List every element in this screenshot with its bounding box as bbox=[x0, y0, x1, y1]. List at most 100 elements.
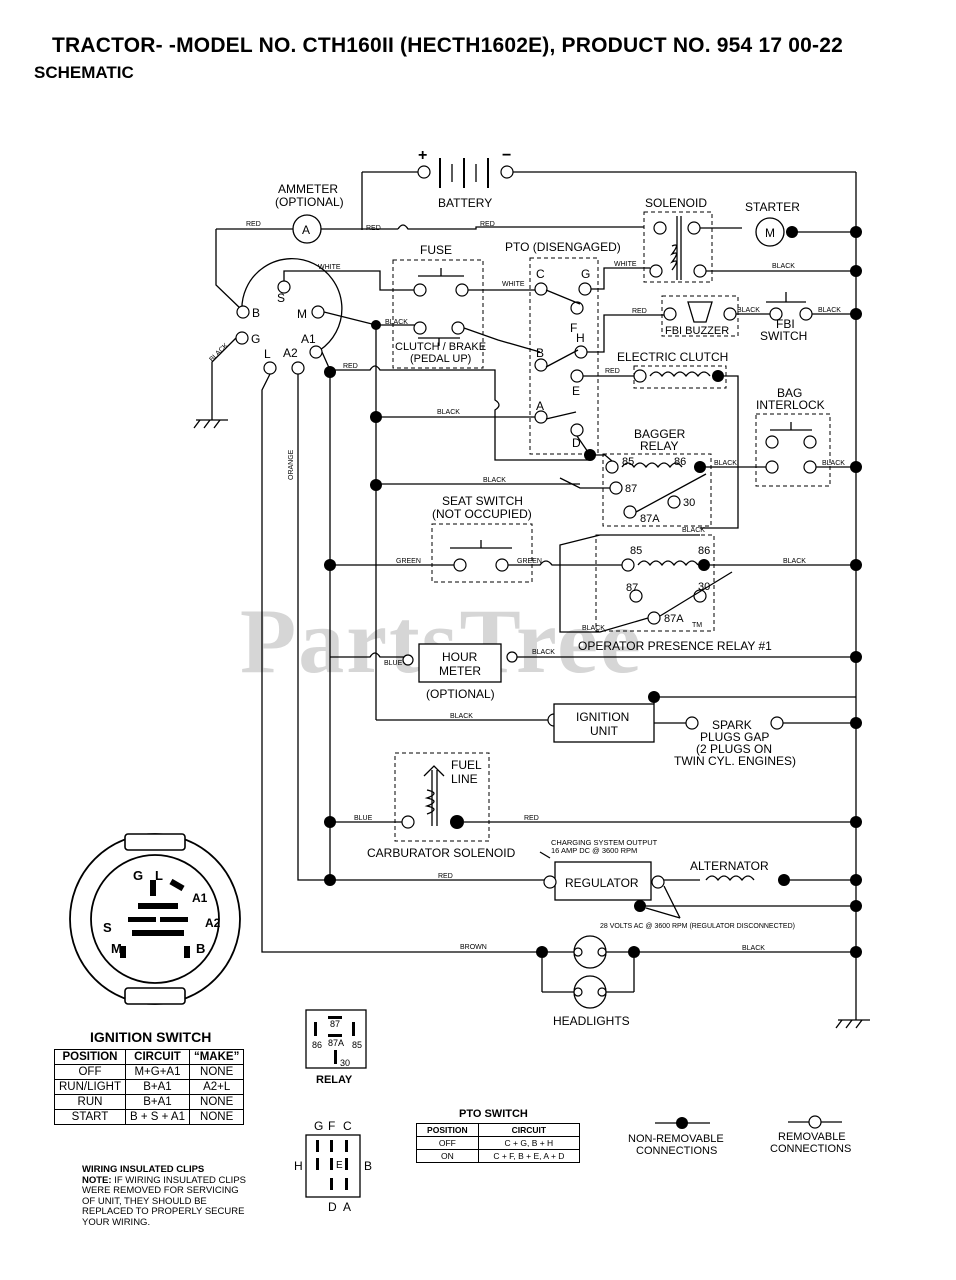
ammeter-symbol: A bbox=[302, 223, 310, 237]
carb-label: CARBURATOR SOLENOID bbox=[367, 846, 516, 860]
table-cell: START bbox=[54, 1109, 126, 1125]
wire-label-black: BLACK bbox=[737, 307, 760, 314]
table-row: OFF C + G, B + H bbox=[416, 1136, 581, 1150]
pto-label: PTO (DISENGAGED) bbox=[505, 240, 621, 254]
table-cell: B + S + A1 bbox=[124, 1109, 190, 1125]
relay-pin-86: 86 bbox=[312, 1040, 322, 1050]
pto-pin-a: A bbox=[343, 1200, 351, 1214]
table-cell: NONE bbox=[188, 1109, 245, 1125]
wire-label-black: BLACK bbox=[742, 945, 765, 952]
spark-label-2: PLUGS GAP bbox=[700, 730, 769, 744]
ammeter-label: AMMETER bbox=[278, 182, 338, 196]
table-cell: ON bbox=[416, 1149, 479, 1163]
wire-label-black: BLACK bbox=[483, 477, 506, 484]
wire-label-white: WHITE bbox=[318, 264, 341, 271]
fbi-switch: FBI SWITCH BLACK bbox=[760, 292, 856, 343]
fbi-buzzer-label: FBI BUZZER bbox=[665, 325, 729, 337]
table-row: RUN/LIGHT B+A1 A2+L bbox=[54, 1079, 245, 1095]
interlock-label: INTERLOCK bbox=[756, 398, 825, 412]
face-label-m: M bbox=[111, 941, 122, 956]
wire-label-black: BLACK bbox=[822, 460, 845, 467]
ground-junctions bbox=[850, 226, 862, 958]
opr-t87: 87 bbox=[626, 582, 638, 594]
fuse-label: FUSE bbox=[420, 243, 452, 257]
ignition-switch-face: G L A1 A2 S M B bbox=[69, 833, 241, 1005]
wire-label-white: WHITE bbox=[502, 281, 525, 288]
solenoid: SOLENOID BLACK bbox=[643, 196, 856, 283]
wire-label-green: GREEN bbox=[396, 558, 421, 565]
wire-label-black: BLACK bbox=[385, 319, 408, 326]
wire-label-black: BLACK bbox=[783, 558, 806, 565]
starter-label: STARTER bbox=[745, 200, 800, 214]
ign-term-a2: A2 bbox=[283, 346, 298, 360]
wire-label-red: RED bbox=[605, 368, 620, 375]
line-label: LINE bbox=[451, 772, 478, 786]
relay-caption: RELAY bbox=[316, 1074, 353, 1086]
wire-label-brown: BROWN bbox=[460, 944, 487, 951]
ignition-unit: BLACK IGNITION UNIT SPARK PLUGS GAP (2 P… bbox=[376, 691, 856, 768]
wire-label-black: BLACK bbox=[532, 649, 555, 656]
wire-label-white: WHITE bbox=[614, 261, 637, 268]
note-heading: WIRING INSULATED CLIPS bbox=[82, 1164, 205, 1175]
wire-label-red: RED bbox=[343, 363, 358, 370]
wire-label-red: RED bbox=[366, 225, 381, 232]
table-cell: C + G, B + H bbox=[477, 1136, 581, 1150]
spark-label-3: (2 PLUGS ON bbox=[696, 742, 772, 756]
table-cell: C + F, B + E, A + D bbox=[477, 1149, 581, 1163]
note-text: IF WIRING INSULATED CLIPS WERE REMOVED F… bbox=[82, 1174, 246, 1228]
wire-label-black: BLACK bbox=[818, 307, 841, 314]
fuse-clutch-brake: FUSE CLUTCH / BRAKE (PEDAL UP) WHITE bbox=[392, 243, 541, 369]
fuel-label: FUEL bbox=[451, 758, 482, 772]
pto-pin-b: B bbox=[364, 1159, 372, 1173]
pto-term-e: E bbox=[572, 384, 580, 398]
pto-pin-f: F bbox=[328, 1119, 335, 1133]
battery-plus: + bbox=[418, 147, 427, 164]
ign-term-s: S bbox=[277, 291, 285, 305]
wire-label-red: RED bbox=[524, 815, 539, 822]
table-header: CIRCUIT bbox=[477, 1123, 581, 1137]
wire-label-blue: BLUE bbox=[354, 815, 373, 822]
battery: + − BATTERY bbox=[361, 147, 856, 230]
seat-switch-label: SEAT SWITCH bbox=[442, 494, 523, 508]
wire-label-red: RED bbox=[246, 221, 261, 228]
bagger-relay-label: RELAY bbox=[640, 439, 678, 453]
tm-mark: TM bbox=[692, 622, 702, 629]
operator-relay-label: OPERATOR PRESENCE RELAY #1 bbox=[578, 639, 772, 653]
pto-switch-title: PTO SWITCH bbox=[459, 1108, 528, 1120]
face-label-a2: A2 bbox=[205, 916, 221, 930]
relay-pinout: 87 86 87A 85 30 RELAY bbox=[305, 1009, 367, 1086]
pto-term-d: D bbox=[572, 436, 581, 450]
battery-minus: − bbox=[502, 147, 511, 164]
bagger-t86: 86 bbox=[674, 456, 686, 468]
regulator-label: REGULATOR bbox=[565, 876, 639, 890]
regulator-alternator: RED CHARGING SYSTEM OUTPUT 16 AMP DC @ 3… bbox=[324, 838, 856, 930]
wire-label-orange: ORANGE bbox=[288, 449, 295, 480]
pto-term-f: F bbox=[570, 321, 577, 335]
ignition-switch-title: IGNITION SWITCH bbox=[90, 1029, 212, 1045]
ignition-unit-label: IGNITION bbox=[576, 710, 629, 724]
legend: NON-REMOVABLE CONNECTIONS REMOVABLE CONN… bbox=[628, 1115, 851, 1157]
page-title: TRACTOR- -MODEL NO. CTH160II (HECTH1602E… bbox=[52, 34, 843, 57]
hour-label: HOUR bbox=[442, 650, 478, 664]
starter: STARTER M bbox=[745, 200, 856, 247]
wire-label-black: BLACK bbox=[682, 527, 705, 534]
seat-switch: SEAT SWITCH (NOT OCCUPIED) GREEN GREEN bbox=[324, 494, 628, 583]
charging-label-1: CHARGING SYSTEM OUTPUT bbox=[551, 838, 658, 847]
table-cell: OFF bbox=[416, 1136, 479, 1150]
face-label-s: S bbox=[103, 920, 112, 935]
relay-pin-87: 87 bbox=[330, 1019, 340, 1029]
spark-label-1: SPARK bbox=[712, 718, 752, 732]
bagger-relay: BAGGER RELAY 85 86 87 30 87A BLACK bbox=[370, 427, 720, 527]
relay-pin-30: 30 bbox=[340, 1058, 350, 1068]
face-label-g: G bbox=[133, 868, 143, 883]
opr-t87a: 87A bbox=[664, 613, 684, 625]
wire-label-blue: BLUE bbox=[384, 660, 403, 667]
ign-term-b: B bbox=[252, 306, 260, 320]
table-header: “MAKE” bbox=[188, 1049, 245, 1065]
opr-t30: 30 bbox=[698, 581, 710, 593]
wire-label-red: RED bbox=[438, 873, 453, 880]
spark-label-4: TWIN CYL. ENGINES) bbox=[674, 754, 796, 768]
legend-nonremovable-2: CONNECTIONS bbox=[636, 1145, 717, 1157]
pto-pin-h: H bbox=[294, 1159, 303, 1173]
meter-label: METER bbox=[439, 664, 481, 678]
